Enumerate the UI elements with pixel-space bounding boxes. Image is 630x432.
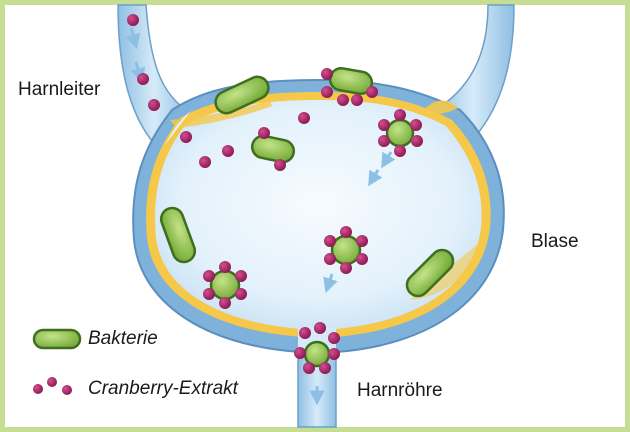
- label-urethra: Harnröhre: [357, 380, 443, 402]
- cluster-left: [211, 271, 239, 299]
- label-ureter: Harnleiter: [18, 79, 100, 101]
- legend-bacteria-label: Bakterie: [88, 328, 158, 350]
- legend-extract-icon: [33, 377, 72, 395]
- cluster-right: [387, 120, 413, 146]
- label-bladder: Blase: [531, 231, 579, 253]
- legend-bacteria-icon: [34, 330, 80, 348]
- legend-extract-label: Cranberry-Extrakt: [88, 378, 238, 400]
- bladder: [133, 80, 504, 354]
- cluster-center: [332, 236, 360, 264]
